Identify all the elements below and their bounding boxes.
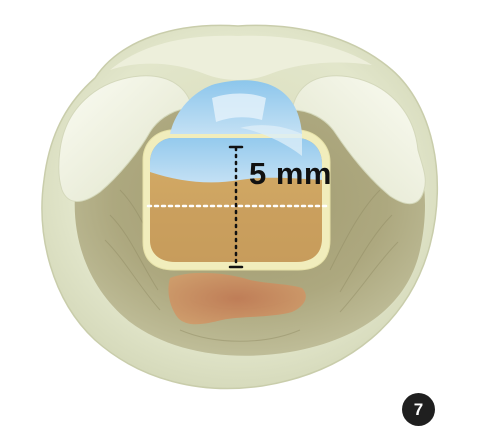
figure-number-badge: 7 xyxy=(402,393,435,426)
measurement-label: 5 mm xyxy=(249,156,332,192)
